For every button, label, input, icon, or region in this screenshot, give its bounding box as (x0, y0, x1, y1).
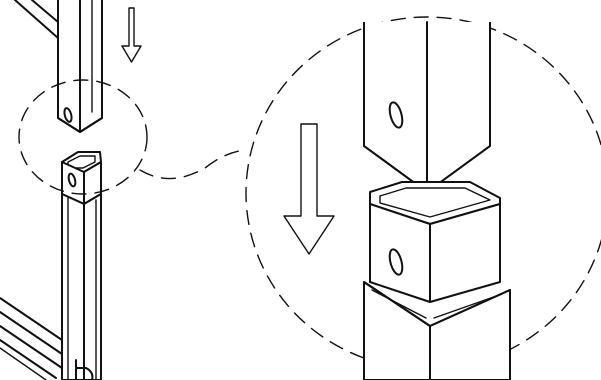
lower-sleeve-detail (369, 181, 501, 303)
arrow-down-icon (121, 7, 142, 63)
bolt-hole-icon (63, 107, 73, 123)
arrow-down-icon (283, 123, 335, 255)
bolt-hole-icon (388, 248, 404, 276)
lower-post-overview (61, 151, 102, 380)
lower-tube-detail (363, 281, 511, 380)
base-rails (0, 297, 63, 380)
detail-leader (139, 149, 247, 180)
upper-post-overview (14, 0, 103, 133)
bolt-hole-icon (67, 172, 77, 188)
upper-post-detail (363, 21, 491, 193)
bolt-hole-icon (388, 101, 404, 129)
detail-callout-small (18, 79, 148, 195)
